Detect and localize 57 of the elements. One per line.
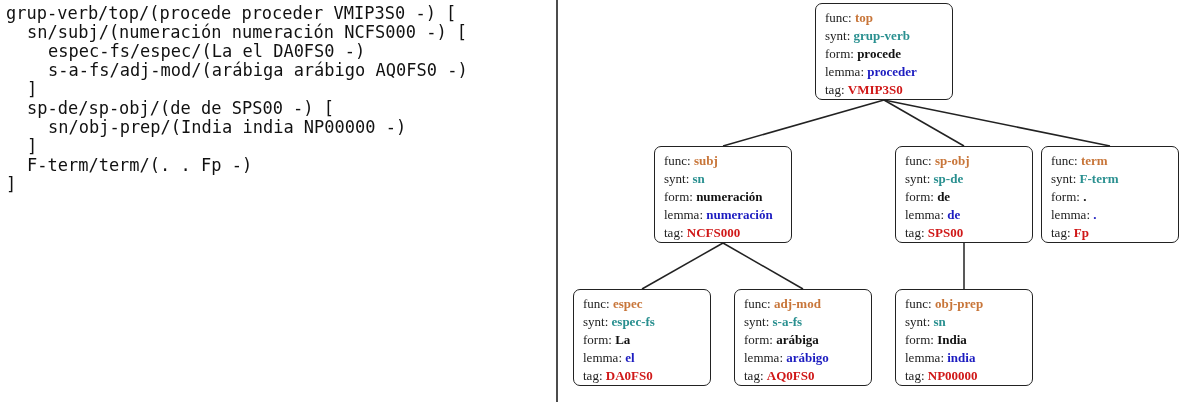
attribute-line: tag: VMIP3S0 <box>825 81 904 99</box>
attribute-line: lemma: de <box>905 206 962 224</box>
attribute-line: form: . <box>1051 188 1088 206</box>
attribute-line: synt: sn <box>664 170 706 188</box>
attribute-line: func: term <box>1051 152 1109 170</box>
tree-node-box <box>1041 146 1179 243</box>
attribute-line: synt: sn <box>905 313 947 331</box>
tree-node-box <box>815 3 953 100</box>
tree-node-box <box>654 146 792 243</box>
attribute-line: tag: SPS00 <box>905 224 965 242</box>
code-line: ] <box>27 80 38 99</box>
attribute-line: tag: NCFS000 <box>664 224 742 242</box>
attribute-line: form: numeración <box>664 188 764 206</box>
tree-line <box>963 242 965 290</box>
attribute-line: synt: grup-verb <box>825 27 911 45</box>
tree-line <box>722 242 804 290</box>
attribute-line: lemma: numeración <box>664 206 774 224</box>
attribute-line: func: top <box>825 9 875 27</box>
code-line: s-a-fs/adj-mod/(arábiga arábigo AQ0FS0 -) <box>48 61 468 80</box>
code-line: F-term/term/(. . Fp -) <box>27 156 253 175</box>
attribute-line: form: de <box>905 188 952 206</box>
attribute-line: lemma: el <box>583 349 636 367</box>
code-line: ] <box>27 137 38 156</box>
code-line: sn/obj-prep/(India india NP00000 -) <box>48 118 407 137</box>
tree-node-box <box>573 289 711 386</box>
tree-node-box <box>734 289 872 386</box>
tree-line <box>883 99 965 147</box>
attribute-line: form: La <box>583 331 632 349</box>
attribute-line: tag: NP00000 <box>905 367 979 385</box>
attribute-line: func: obj-prep <box>905 295 985 313</box>
code-line: grup-verb/top/(procede proceder VMIP3S0 -) [ <box>6 4 457 23</box>
attribute-line: synt: s-a-fs <box>744 313 804 331</box>
attribute-line: tag: Fp <box>1051 224 1090 242</box>
attribute-line: func: espec <box>583 295 644 313</box>
code-line: sp-de/sp-obj/(de de SPS00 -) [ <box>27 99 335 118</box>
code-line: espec-fs/espec/(La el DA0FS0 -) <box>48 42 366 61</box>
attribute-line: lemma: proceder <box>825 63 918 81</box>
tree-line <box>722 99 885 147</box>
attribute-line: lemma: india <box>905 349 977 367</box>
attribute-line: form: procede <box>825 45 902 63</box>
attribute-line: tag: DA0FS0 <box>583 367 654 385</box>
attribute-line: synt: sp-de <box>905 170 965 188</box>
attribute-line: tag: AQ0FS0 <box>744 367 816 385</box>
attribute-line: synt: F-term <box>1051 170 1120 188</box>
attribute-line: lemma: . <box>1051 206 1098 224</box>
attribute-line: lemma: arábigo <box>744 349 830 367</box>
attribute-line: form: India <box>905 331 968 349</box>
tree-line <box>641 242 724 290</box>
code-line: ] <box>6 175 17 194</box>
attribute-line: func: adj-mod <box>744 295 822 313</box>
tree-node-box <box>895 289 1033 386</box>
code-line: sn/subj/(numeración numeración NCFS000 -) [ <box>27 23 468 42</box>
attribute-line: func: sp-obj <box>905 152 971 170</box>
attribute-line: form: arábiga <box>744 331 820 349</box>
tree-node-box <box>895 146 1033 243</box>
attribute-line: synt: espec-fs <box>583 313 656 331</box>
attribute-line: func: subj <box>664 152 719 170</box>
